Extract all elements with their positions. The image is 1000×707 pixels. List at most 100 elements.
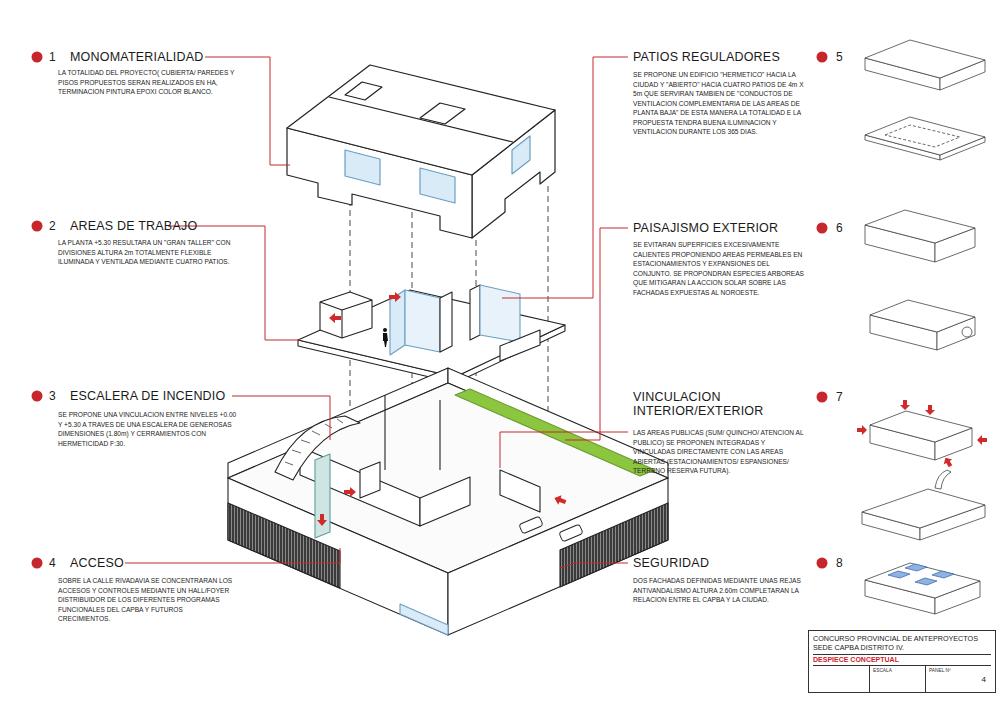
- section-note: SE PROPONE UN EDIFICIO "HERMETICO" HACIA…: [633, 70, 805, 137]
- title-block: CONCURSO PROVINCIAL DE ANTEPROYECTOS SED…: [808, 630, 996, 693]
- node-text: ESCALA: [873, 667, 922, 674]
- thumbnail-sketch: [870, 300, 975, 332]
- section-heading: MONOMATERIALIDAD: [70, 50, 204, 64]
- section-note: LA TOTALIDAD DEL PROYECTO( CUBIERTA/ PAR…: [58, 68, 248, 97]
- work-floor: [480, 285, 520, 342]
- car-symbol: [519, 516, 543, 534]
- work-floor: [470, 285, 480, 340]
- thumbnail-sketch: [865, 563, 980, 598]
- section-heading: ACCESO: [70, 556, 124, 570]
- leader-line: [125, 57, 628, 568]
- thumbnail-sketch: [865, 210, 975, 243]
- thumbnail-arrow: [857, 425, 867, 435]
- section-heading: PAISAJISMO EXTERIOR: [633, 221, 778, 235]
- section-note: LA PLANTA +5.30 RESULTARA UN "GRAN TALLE…: [58, 238, 248, 267]
- roof-volume: [420, 168, 455, 203]
- leader-line: [125, 548, 340, 563]
- thumbnail-arrow: [941, 455, 955, 469]
- callout-number: 8: [836, 556, 843, 570]
- section-heading: SEGURIDAD: [633, 556, 709, 570]
- node-subtext: DESPIECE CONCEPTUAL: [813, 655, 991, 666]
- node-subtext: 4: [929, 674, 986, 686]
- thumbnail-arrow: [925, 405, 935, 415]
- work-floor: [320, 300, 372, 310]
- car-symbol: [519, 516, 583, 542]
- roof-volume: [345, 82, 382, 100]
- thumbnail-sketch: [862, 489, 985, 528]
- thumbnail-sketch: [885, 125, 960, 147]
- flow-arrow: [389, 292, 401, 302]
- flow-arrow: [329, 313, 341, 323]
- ground-floor: [560, 503, 668, 587]
- thumbnail-sketch: [932, 571, 954, 578]
- thumbnail-sketch: [905, 564, 927, 571]
- ground-floor: [500, 470, 540, 512]
- bullet-dot: [817, 558, 828, 569]
- section-note: SOBRE LA CALLE RIVADAVIA SE CONCENTRARAN…: [58, 576, 233, 624]
- thumbnail-arrow: [900, 400, 910, 410]
- section-heading: PATIOS REGULADORES: [633, 50, 780, 64]
- section-note: DOS FACHADAS DEFINIDAS MEDIANTE UNAS REJ…: [633, 576, 805, 605]
- person-figure: [383, 333, 388, 347]
- thumbnail-sketch: [870, 411, 972, 442]
- ground-floor: [384, 395, 385, 470]
- callout-number: 1: [49, 50, 56, 64]
- work-floor: [341, 310, 342, 338]
- leader-line: [500, 432, 628, 468]
- leader-line: [565, 228, 628, 440]
- thumbnail-sketch: [865, 117, 985, 155]
- person-figure: [383, 328, 388, 347]
- flow-arrow: [344, 487, 356, 497]
- work-floor: [440, 292, 452, 352]
- leader-line: [232, 396, 330, 440]
- roof-volume: [287, 65, 555, 175]
- thumbnail-sketch: [865, 40, 985, 78]
- thumbnail-sketch: [862, 40, 985, 614]
- work-floor: [298, 290, 565, 377]
- leader-line: [502, 57, 628, 298]
- ground-floor: [455, 389, 655, 476]
- section-heading: VINCULACION INTERIOR/EXTERIOR: [633, 390, 793, 418]
- bullet-dot: [817, 223, 828, 234]
- ground-floor: [315, 454, 330, 538]
- thumbnail-arrow: [977, 435, 987, 445]
- bullet-dot: [817, 52, 828, 63]
- thumbnail-sketch: [962, 327, 972, 337]
- callout-number: 4: [49, 556, 56, 570]
- roof-volume: [329, 97, 513, 142]
- leader-line: [560, 563, 628, 568]
- thumbnail-sketch: [935, 470, 951, 489]
- callout-number: 7: [836, 390, 843, 404]
- callout-number: 5: [836, 50, 843, 64]
- section-heading: ESCALERA DE INCENDIO: [70, 389, 225, 403]
- roof-volume: [345, 150, 380, 185]
- ground-floor: [360, 462, 380, 498]
- node-text: PANEL Nº: [929, 667, 986, 674]
- flow-arrow: [317, 292, 567, 526]
- callout-number: 3: [49, 389, 56, 403]
- section-note: LAS AREAS PUBLICAS (SUM/ QUINCHO/ ATENCI…: [633, 428, 805, 476]
- flow-arrow: [317, 514, 327, 526]
- work-floor: [500, 330, 540, 361]
- roof-volume: [512, 136, 530, 174]
- thumbnail-sketch: [888, 571, 910, 578]
- ground-floor: [420, 477, 470, 526]
- title-cell: PANEL Nº4: [925, 666, 989, 692]
- bullet-dot: [817, 392, 828, 403]
- roof-volume: [287, 65, 555, 238]
- ground-floor: [439, 400, 440, 470]
- bullet-dot: [32, 391, 43, 402]
- flow-arrow: [553, 493, 568, 507]
- ground-floor: [400, 604, 448, 635]
- work-floor: [405, 290, 440, 352]
- bullet-dot: [32, 558, 43, 569]
- callout-number: 6: [836, 221, 843, 235]
- thumbnail-sketch: [915, 578, 937, 585]
- callout-number: 2: [49, 219, 56, 233]
- person-figure: [383, 328, 387, 332]
- title-cell: ESCALA: [869, 666, 925, 692]
- bullet-dot: [32, 52, 43, 63]
- ground-floor: [285, 419, 343, 465]
- work-floor: [390, 290, 405, 355]
- roof-volume: [420, 103, 465, 124]
